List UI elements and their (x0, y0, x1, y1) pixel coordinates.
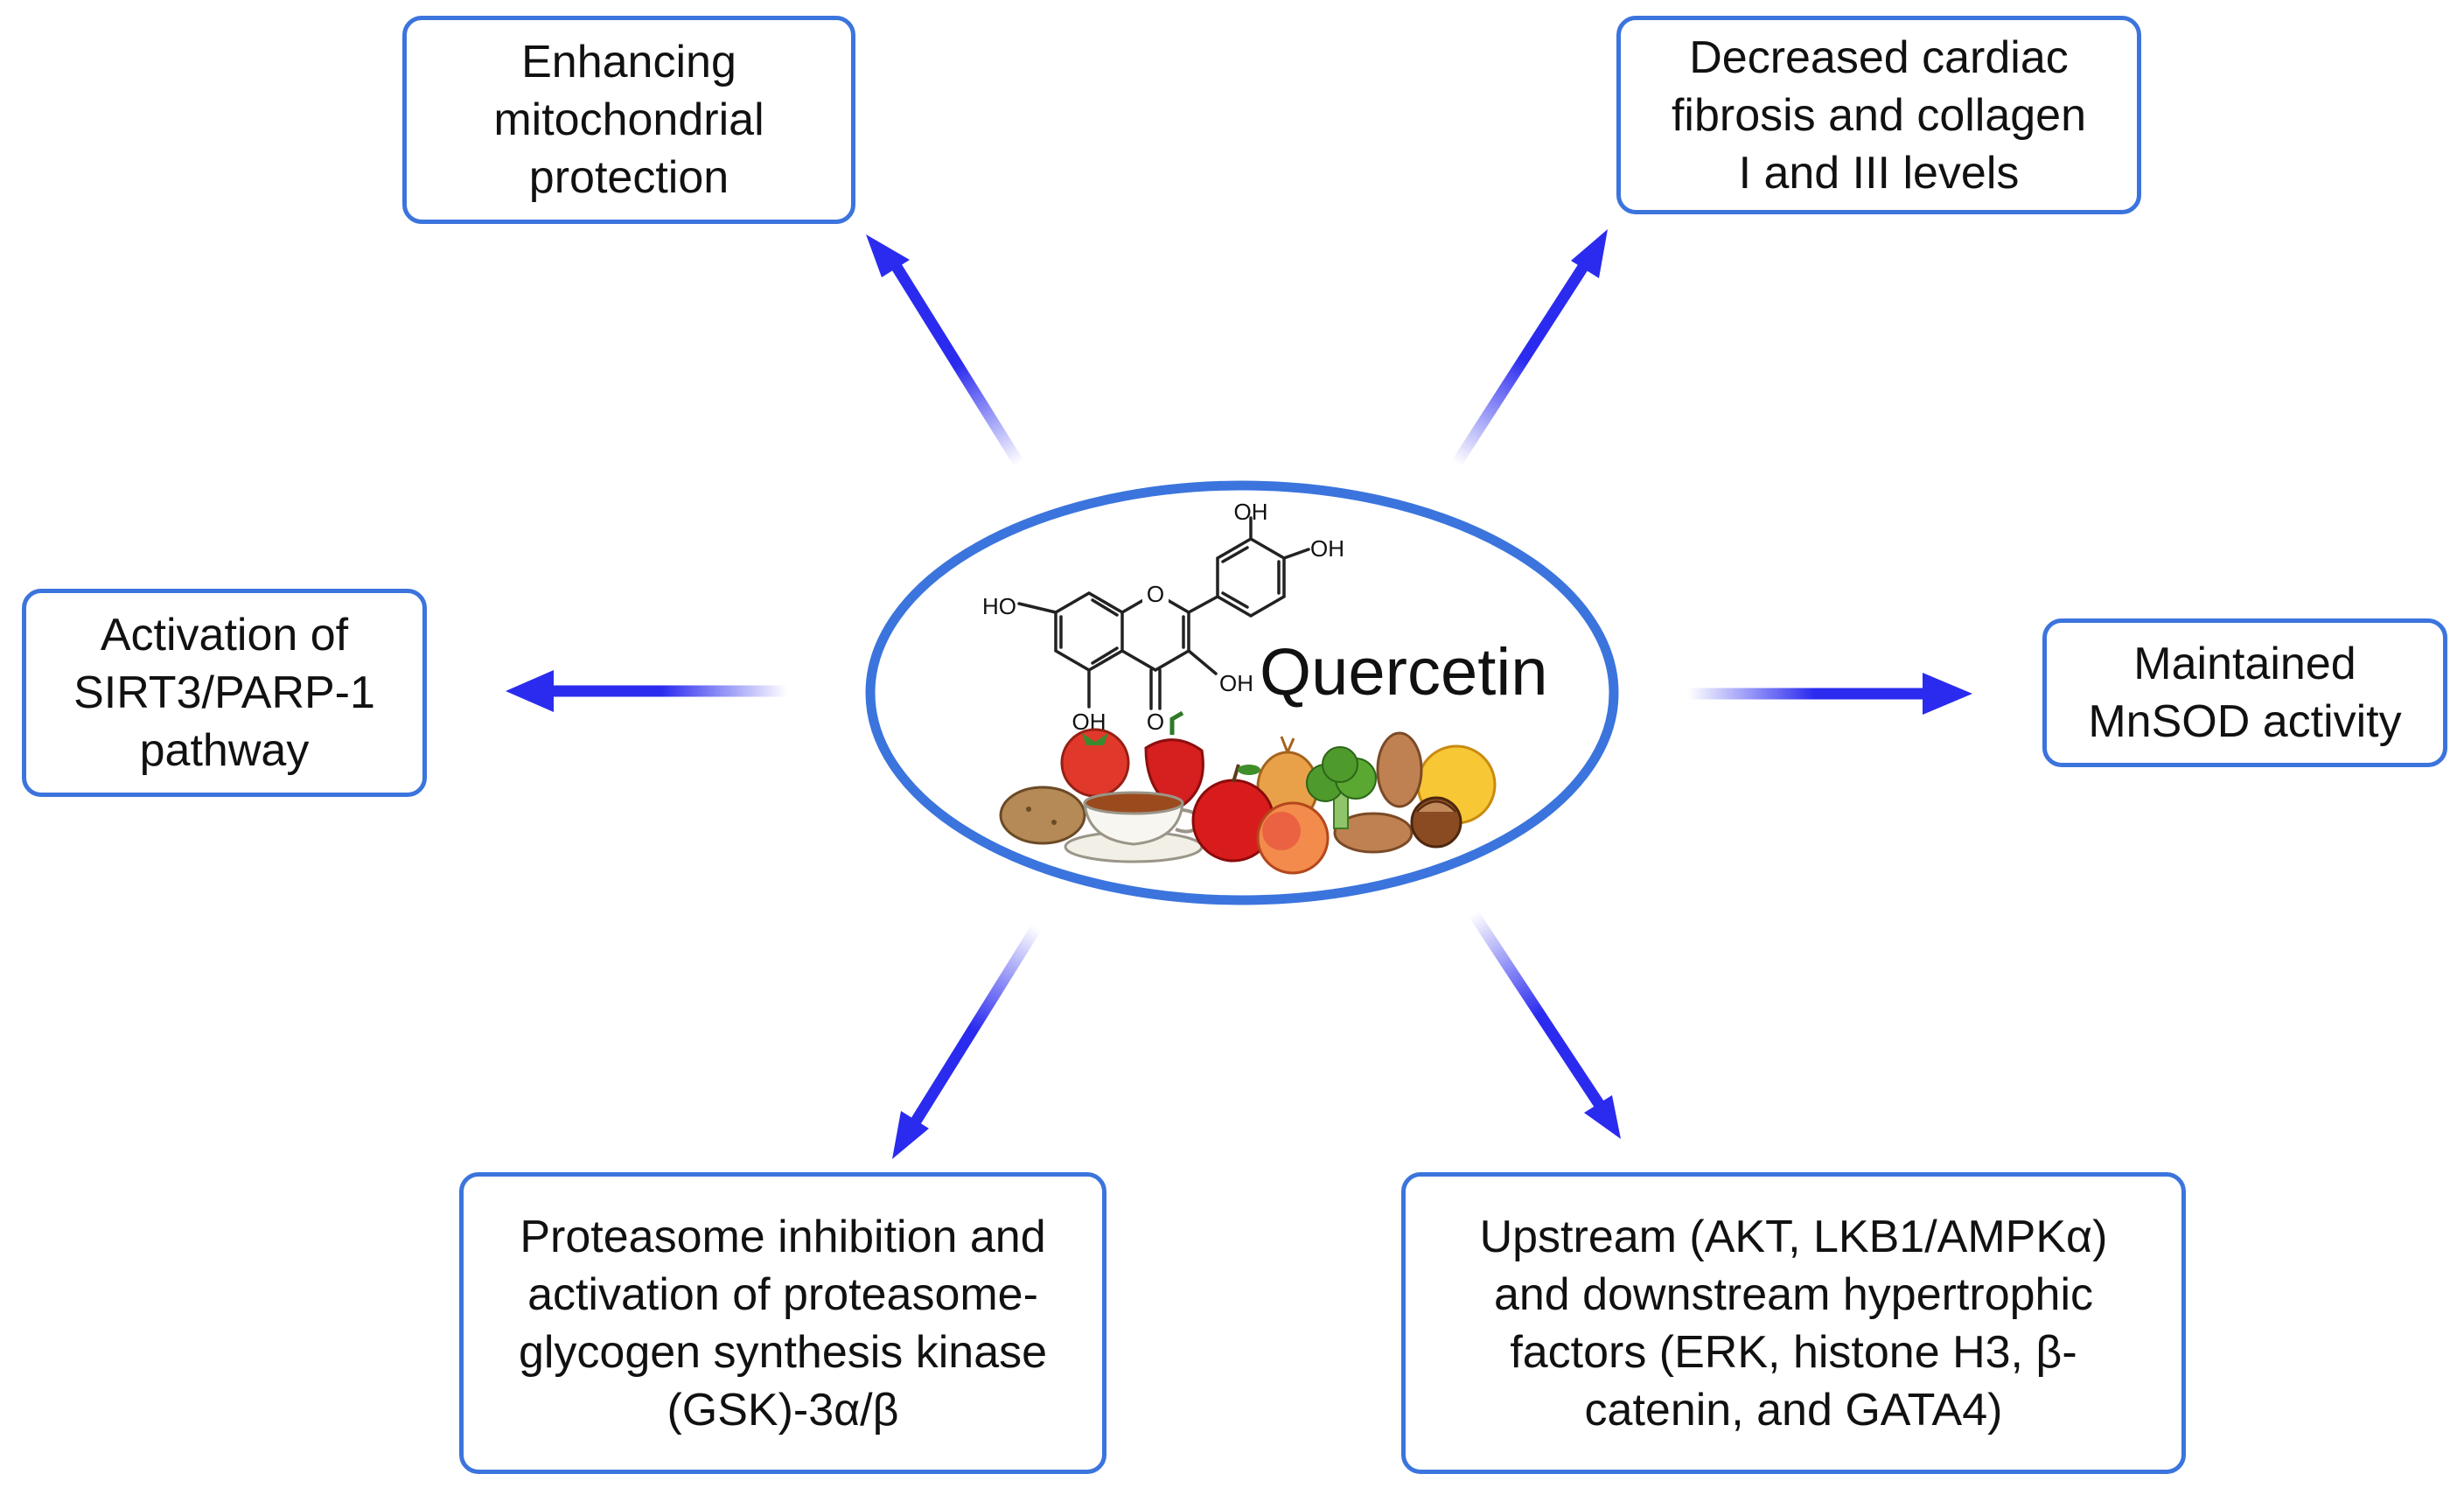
arrow-to-sirt3 (506, 670, 787, 712)
effect-decreased-cardiac-fibrosis: Decreased cardiac fibrosis and collagen … (1616, 16, 2141, 214)
peach-icon (1256, 801, 1330, 875)
effect-maintained-mnsod-activity: Maintained MnSOD activity (2042, 618, 2447, 767)
oh-mid-label: OH (1219, 670, 1253, 696)
potato-icon (999, 786, 1086, 845)
carbonyl-oxygen-label: O (1147, 709, 1164, 735)
red-pepper-icon (1144, 710, 1204, 811)
arrow-to-proteasome (892, 924, 1042, 1159)
oh-right-label: OH (1310, 535, 1344, 562)
quercetin-title: Quercetin (1260, 635, 1548, 709)
ring-oxygen-label: O (1147, 581, 1164, 607)
arrow-to-upstream (1469, 911, 1621, 1139)
almond-icon (1333, 731, 1423, 854)
oh-top-label: OH (1234, 499, 1268, 525)
effect-proteasome-inhibition: Proteasome inhibition and activation of … (459, 1172, 1106, 1474)
quercetin-structure (1017, 516, 1310, 710)
food-cluster (999, 710, 1497, 875)
hazelnut-icon (1410, 796, 1462, 849)
quercetin-structure-labels: O OH OH HO OH OH O (982, 499, 1344, 735)
arrow-to-mnsod (1688, 673, 1972, 715)
arrow-to-fibrosis (1451, 229, 1608, 467)
broccoli-icon (1306, 746, 1377, 829)
effect-hypertrophic-factors: Upstream (AKT, LKB1/AMPKα) and downstrea… (1401, 1172, 2186, 1474)
arrow-to-mito (866, 234, 1024, 467)
effect-sirt3-parp1-activation: Activation of SIRT3/PARP-1 pathway (22, 589, 427, 797)
ho-left-label: HO (982, 593, 1016, 619)
tomato-icon (1060, 728, 1130, 798)
effect-mitochondrial-protection: Enhancing mitochondrial protection (402, 16, 855, 224)
tea-cup-icon (1064, 791, 1204, 863)
